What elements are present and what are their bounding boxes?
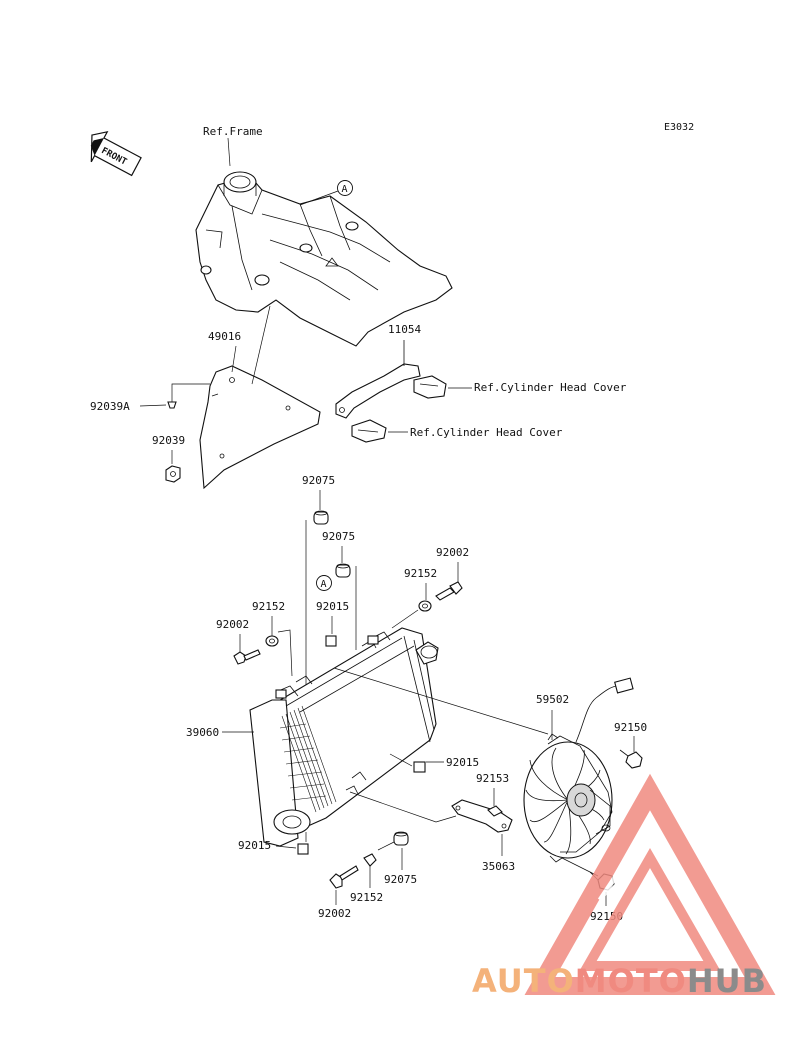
bracket-35063 xyxy=(451,799,513,833)
part-92152-b: 92152 xyxy=(252,600,285,613)
callout-a-upper: A xyxy=(299,180,353,206)
clip-92039A xyxy=(167,401,177,409)
ref-frame-label: Ref.Frame xyxy=(203,125,263,138)
part-35063: 35063 xyxy=(482,860,515,873)
svg-text:A: A xyxy=(321,579,327,590)
collar-92152-left xyxy=(265,635,279,647)
grommet-92075-lower xyxy=(393,831,409,846)
grommet-92075-mid xyxy=(335,563,351,578)
bracket-11054 xyxy=(335,340,447,443)
part-92075-a: 92075 xyxy=(302,474,335,487)
radiator-39060 xyxy=(249,627,439,847)
collar-92152-right xyxy=(418,600,432,612)
part-92015-a: 92015 xyxy=(316,600,349,613)
watermark-logo-icon xyxy=(524,773,776,995)
leader-fan xyxy=(333,667,549,823)
clip-92015-upper xyxy=(325,635,337,647)
brand-auto: AUTO xyxy=(472,962,575,1000)
part-59502: 59502 xyxy=(536,693,569,706)
ref-cyl-head-lower-label: Ref.Cylinder Head Cover xyxy=(410,426,563,439)
bolt-92150-upper xyxy=(619,749,643,769)
part-92015-b: 92015 xyxy=(446,756,479,769)
part-92075-b: 92075 xyxy=(322,530,355,543)
brand-hub: HUB xyxy=(686,962,768,1000)
part-92153: 92153 xyxy=(476,772,509,785)
leader-49016 xyxy=(231,305,271,385)
watermark-brand: AUTOMOTOHUB xyxy=(472,962,767,1000)
nut-92039 xyxy=(165,465,181,483)
part-92152-a: 92152 xyxy=(404,567,437,580)
part-92002-c: 92002 xyxy=(318,907,351,920)
bracket-plate-49016 xyxy=(199,365,321,490)
part-92002-b: 92002 xyxy=(216,618,249,631)
brand-moto: MOTO xyxy=(574,962,687,1000)
part-92002-a: 92002 xyxy=(436,546,469,559)
clip-92153 xyxy=(487,805,503,817)
collar-92152-lower xyxy=(363,853,377,867)
part-92150-a: 92150 xyxy=(614,721,647,734)
svg-text:A: A xyxy=(342,184,348,195)
clip-92015-right xyxy=(413,761,426,773)
part-39060: 39060 xyxy=(186,726,219,739)
radiator-core-fins xyxy=(279,705,337,813)
part-11054: 11054 xyxy=(388,323,421,336)
ref-cyl-head-upper-label: Ref.Cylinder Head Cover xyxy=(474,381,627,394)
callout-a-lower: A xyxy=(316,575,332,591)
part-92039: 92039 xyxy=(152,434,185,447)
bolt-92002-lower xyxy=(329,865,359,889)
grommet-92075-upper xyxy=(313,510,329,525)
front-arrow-icon: FRONT xyxy=(90,130,142,177)
frame-drawing xyxy=(195,137,453,347)
diagram-code: E3032 xyxy=(664,122,694,133)
bolt-92002-right xyxy=(435,581,463,601)
part-92152-c: 92152 xyxy=(350,891,383,904)
part-92075-c: 92075 xyxy=(384,873,417,886)
part-49016: 49016 xyxy=(208,330,241,343)
part-92039A: 92039A xyxy=(90,400,130,413)
bolt-92002-left xyxy=(233,649,261,665)
clip-92015-lower xyxy=(297,843,309,855)
fan-59502 xyxy=(523,677,634,863)
part-92015-c: 92015 xyxy=(238,839,271,852)
